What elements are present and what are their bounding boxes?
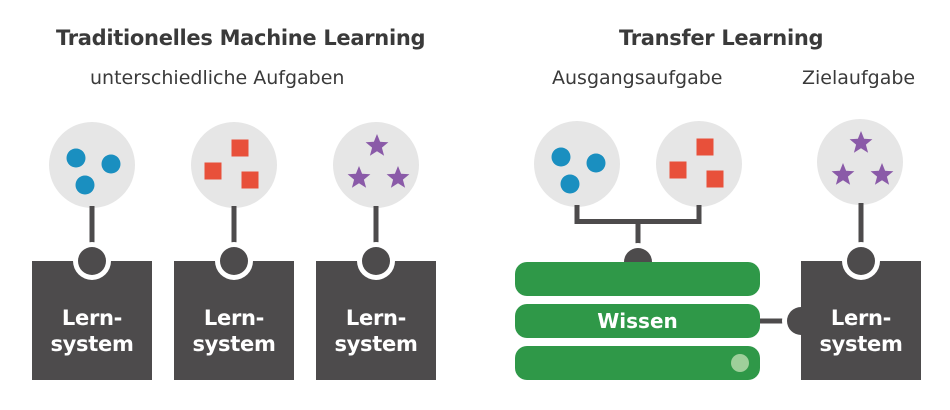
task-bubble-1 [49, 122, 135, 208]
learning-system-label-2: Lern-system [192, 306, 276, 356]
star-icon [347, 166, 371, 188]
task-bubble-2 [191, 122, 277, 208]
learning-system-box-2 [174, 261, 294, 380]
connector-line [574, 205, 580, 222]
learning-system-box-1 [32, 261, 152, 380]
connector-line [89, 206, 95, 261]
task-bubble-3 [333, 122, 419, 208]
square-icon [706, 170, 724, 188]
star-icon [365, 134, 389, 156]
connector-line [635, 219, 641, 262]
source-task-bubble-2 [656, 121, 742, 207]
square-icon [241, 171, 259, 189]
circle-icon [560, 174, 580, 194]
knowledge-indicator-dot [731, 354, 749, 372]
connector-node [220, 247, 248, 275]
star-icon [849, 131, 873, 153]
connector-line [231, 206, 237, 261]
left-title: Traditionelles Machine Learning [56, 26, 426, 50]
square-icon [231, 139, 249, 157]
connector-line [696, 205, 702, 222]
square-icon [204, 162, 222, 180]
star-icon [831, 163, 855, 185]
star-icon [386, 166, 410, 188]
knowledge-bar-top [515, 262, 760, 296]
connector-line [373, 206, 379, 261]
left-subtitle: unterschiedliche Aufgaben [90, 67, 345, 89]
square-icon [696, 138, 714, 156]
learning-system-label-1: Lern-system [50, 306, 134, 356]
circle-icon [66, 148, 86, 168]
connector-node [847, 247, 875, 275]
connector-line [858, 203, 864, 261]
target-learning-system-label: Lern-system [819, 306, 903, 356]
circle-icon [101, 154, 121, 174]
target-learning-system-box [801, 261, 921, 380]
knowledge-label: Wissen [597, 309, 678, 333]
circle-icon [75, 175, 95, 195]
connector-node [362, 247, 390, 275]
circle-icon [586, 153, 606, 173]
knowledge-bar-bottom [515, 346, 760, 380]
circle-icon [551, 147, 571, 167]
source-task-bubble-1 [534, 121, 620, 207]
target-task-label: Zielaufgabe [802, 67, 916, 89]
right-title: Transfer Learning [619, 26, 824, 50]
target-task-bubble [817, 119, 903, 205]
connector-line [758, 318, 801, 324]
connector-node [78, 247, 106, 275]
learning-system-label-3: Lern-system [334, 306, 418, 356]
learning-system-box-3 [316, 261, 436, 380]
star-icon [870, 163, 894, 185]
source-task-label: Ausgangsaufgabe [552, 67, 723, 89]
square-icon [669, 161, 687, 179]
knowledge-bar-middle [515, 304, 760, 338]
